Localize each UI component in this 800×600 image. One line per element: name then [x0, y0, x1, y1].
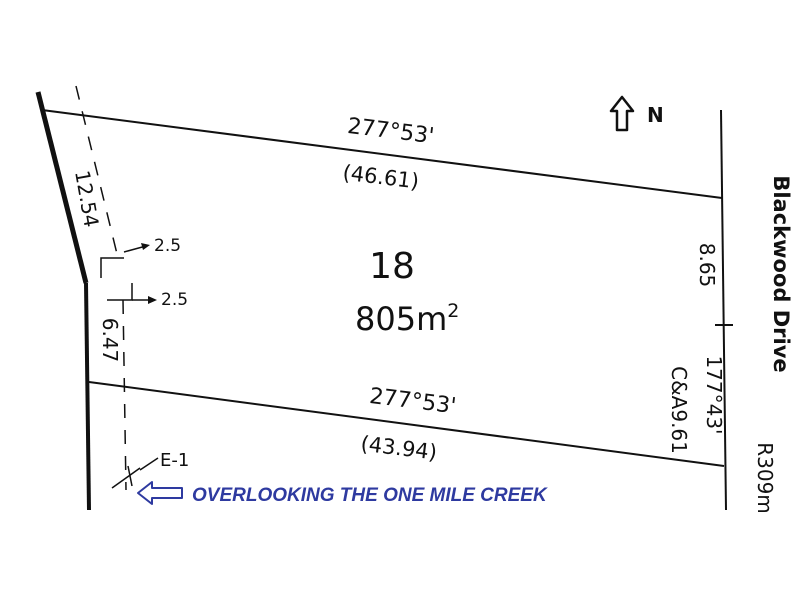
south-length: (43.94)	[359, 431, 438, 464]
setback-label-2: 2.5	[161, 290, 188, 310]
setback-marker-2	[107, 283, 133, 301]
south-boundary	[88, 381, 725, 467]
lot-number: 18	[369, 246, 415, 287]
creek-annotation: OVERLOOKING THE ONE MILE CREEK	[192, 485, 548, 506]
north-bearing: 277°53'	[346, 114, 435, 149]
west-upper-length: 12.54	[70, 169, 104, 230]
west-lower-length: 6.47	[98, 318, 122, 363]
road-name: Blackwood Drive	[769, 175, 793, 372]
north-boundary	[41, 109, 723, 199]
easement-label: E-1	[160, 450, 189, 471]
north-arrow-icon	[609, 95, 635, 132]
setback-label-1: 2.5	[154, 236, 181, 256]
north-length: (46.61)	[341, 160, 420, 193]
east-curve-bearing: 177°43'	[702, 355, 726, 434]
west-boundary-lower	[84, 282, 91, 511]
road-frontage-line	[720, 109, 727, 511]
left-arrow-icon	[137, 481, 183, 505]
easement-label-leader	[139, 457, 159, 471]
easement-marker-line	[111, 467, 141, 489]
easement-dashed-line-lower	[122, 299, 127, 491]
west-boundary-upper	[35, 91, 89, 284]
south-bearing: 277°53'	[368, 384, 457, 419]
road-radius: R309m	[753, 442, 777, 514]
lot-area: 805m2	[355, 300, 459, 338]
setback-arrowhead-2	[148, 296, 157, 304]
east-top-length: 8.65	[695, 243, 719, 288]
setback-marker-1	[100, 257, 124, 278]
easement-marker-tick	[127, 465, 133, 487]
lot-area-superscript: 2	[447, 300, 459, 322]
setback-arrowhead-1	[141, 243, 150, 250]
north-label: N	[647, 103, 664, 127]
east-curve-chord: C&A9.61	[667, 366, 691, 454]
easement-dashed-line-upper	[75, 85, 119, 259]
lot-area-value: 805m	[355, 300, 447, 338]
